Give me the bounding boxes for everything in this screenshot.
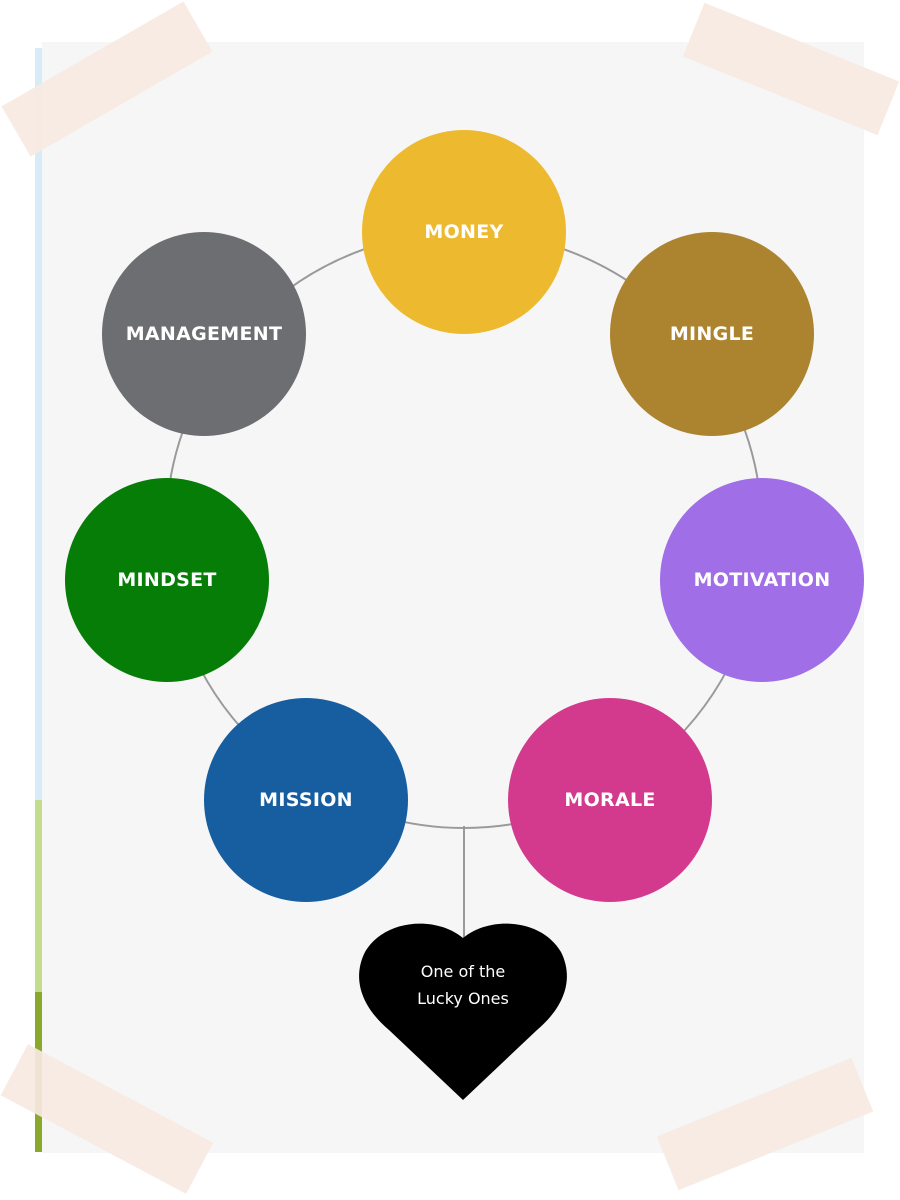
heart-label-line-1: One of the	[420, 962, 506, 981]
node-motivation-label: MOTIVATION	[693, 569, 831, 591]
node-mindset: MINDSET	[65, 478, 269, 682]
node-money-label: MONEY	[424, 221, 504, 243]
heart-label: One of the Lucky Ones	[359, 958, 567, 1012]
heart-icon	[359, 923, 567, 1100]
node-money: MONEY	[362, 130, 566, 334]
node-management: MANAGEMENT	[102, 232, 306, 436]
node-morale: MORALE	[508, 698, 712, 902]
node-mingle-label: MINGLE	[669, 323, 755, 345]
node-mingle: MINGLE	[610, 232, 814, 436]
heart-label-line-2: Lucky Ones	[417, 989, 509, 1008]
side-strip-light-green	[35, 800, 42, 992]
node-morale-label: MORALE	[564, 789, 656, 811]
side-strip-blue	[35, 48, 42, 800]
node-mission: MISSION	[204, 698, 408, 902]
node-management-label: MANAGEMENT	[125, 323, 283, 345]
node-mission-label: MISSION	[259, 789, 353, 811]
node-motivation: MOTIVATION	[660, 478, 864, 682]
center-heart: One of the Lucky Ones	[359, 920, 567, 1102]
node-mindset-label: MINDSET	[117, 569, 217, 591]
